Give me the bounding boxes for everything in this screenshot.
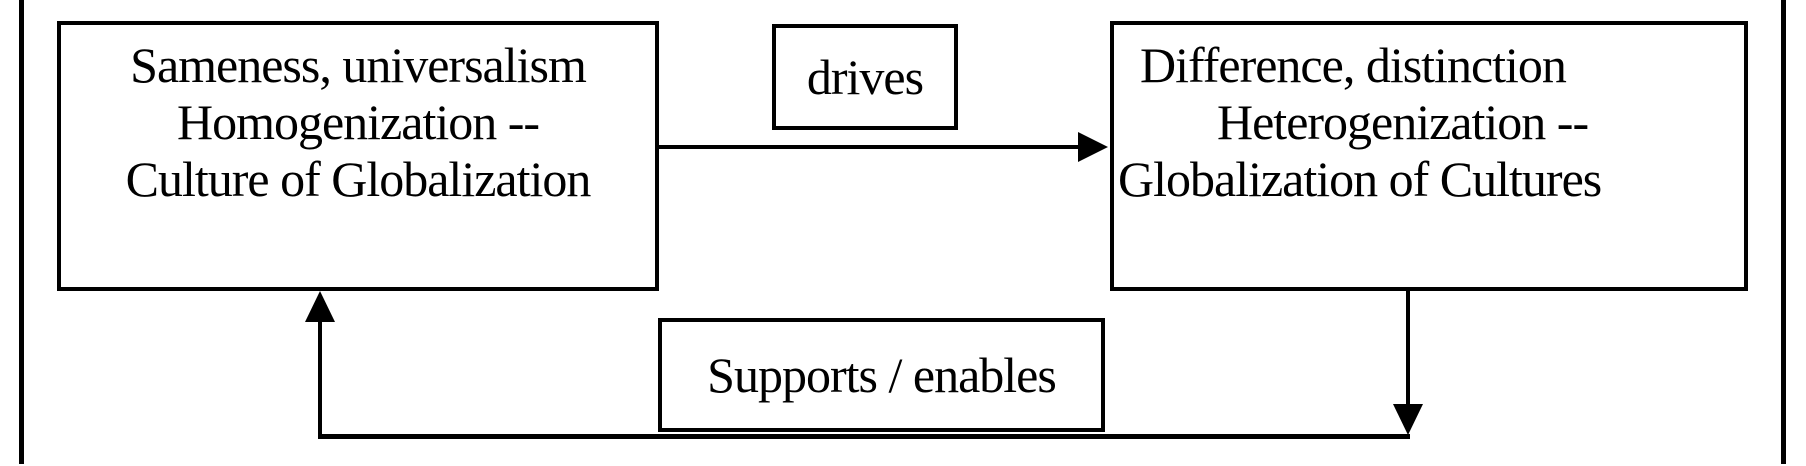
feedback-arrow-bottom-segment (318, 434, 1410, 439)
feedback-arrowhead-down-icon (1393, 404, 1423, 435)
outer-frame-right-border (1781, 0, 1786, 464)
supports-enables-label: Supports / enables (707, 347, 1057, 403)
outer-frame-left-border (19, 0, 24, 464)
feedback-arrow-up-segment (318, 318, 322, 436)
homogenization-box-line: Culture of Globalization (125, 151, 592, 207)
feedback-arrowhead-up-icon (305, 291, 335, 322)
supports-enables-label-box: Supports / enables (658, 318, 1105, 432)
drives-label-box: drives (772, 24, 958, 130)
homogenization-box-line: Homogenization -- (176, 94, 540, 150)
heterogenization-box-line: Heterogenization -- (1217, 94, 1589, 150)
homogenization-box-line: Sameness, universalism (130, 37, 587, 93)
drives-arrow-line (659, 145, 1079, 149)
heterogenization-box: Difference, distinction Heterogenization… (1110, 21, 1748, 291)
drives-label: drives (806, 49, 924, 105)
drives-arrowhead-right-icon (1078, 132, 1108, 162)
heterogenization-box-line: Difference, distinction (1140, 37, 1567, 93)
homogenization-box: Sameness, universalism Homogenization --… (57, 21, 659, 291)
heterogenization-box-line: Globalization of Cultures (1118, 151, 1602, 207)
feedback-arrow-down-segment (1406, 291, 1410, 406)
